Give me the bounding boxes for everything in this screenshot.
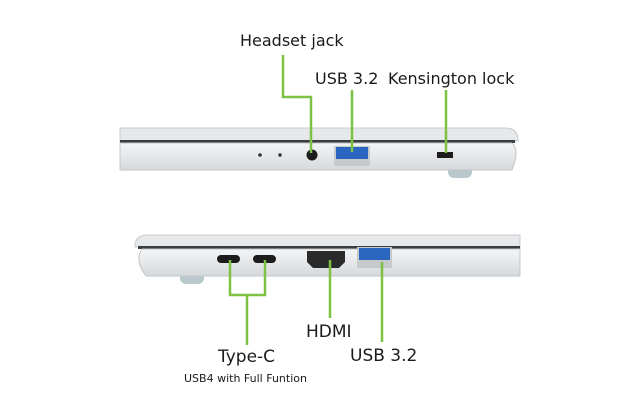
kensington-lock-slot — [437, 152, 453, 158]
callout-lines — [228, 55, 448, 345]
hdmi-port — [307, 251, 345, 268]
usb-port — [336, 147, 368, 159]
type-c-label: Type-C — [218, 347, 276, 367]
hdmi-label: HDMI — [306, 322, 352, 342]
laptop-side-view-left — [134, 234, 521, 284]
usb-label-bottom: USB 3.2 — [350, 346, 418, 366]
usb-port — [359, 248, 390, 260]
type-c-sublabel: USB4 with Full Funtion — [184, 372, 307, 385]
headset-jack — [306, 149, 318, 161]
led-icon — [278, 153, 282, 157]
type-c-port — [217, 255, 240, 263]
laptop-side-view-right — [119, 127, 519, 178]
usb-label-top: USB 3.2 — [315, 69, 379, 88]
headset-jack-label: Headset jack — [240, 31, 344, 50]
type-c-port — [253, 255, 276, 263]
kensington-lock-label: Kensington lock — [388, 69, 515, 88]
led-icon — [258, 153, 262, 157]
